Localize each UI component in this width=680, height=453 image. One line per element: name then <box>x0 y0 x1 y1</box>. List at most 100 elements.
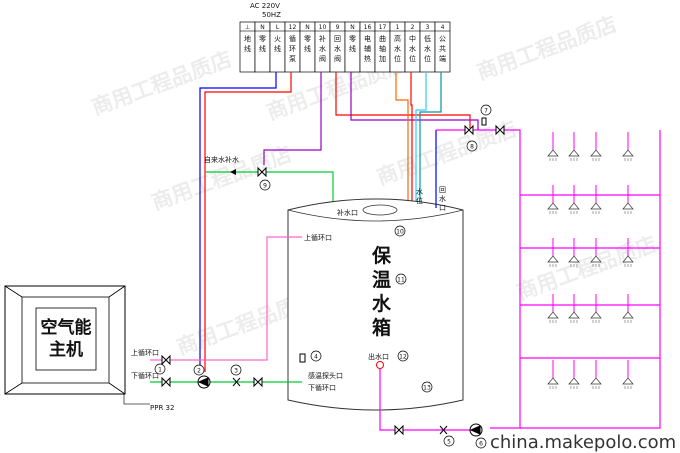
shower-head <box>568 255 580 263</box>
terminal-label-char: 水 <box>394 44 401 53</box>
terminal-number: 4 <box>441 24 445 31</box>
marker-circle <box>230 364 242 376</box>
marker-number: 8 <box>470 144 474 151</box>
shower-spray <box>570 320 578 323</box>
marker-number: 2 <box>197 368 201 375</box>
terminal-label-char: 零 <box>349 35 356 43</box>
marker-number: 1 <box>158 367 162 374</box>
level-char: 水 <box>416 187 423 196</box>
marker-circle <box>259 179 271 191</box>
shower-head <box>568 377 580 385</box>
terminal-label-char: 补 <box>319 34 326 43</box>
watermark: 商用工程品质店 <box>89 47 235 120</box>
shower-head <box>568 149 580 157</box>
shower-head <box>590 202 602 210</box>
wire-return-valve <box>335 72 471 128</box>
shower-spray <box>624 386 632 389</box>
marker-circle <box>421 381 433 393</box>
valve-line-3 <box>253 376 263 388</box>
site-label: china.makepolo.com <box>490 432 676 453</box>
watermark: 商用工程品质店 <box>514 232 660 305</box>
terminal-number: L <box>276 24 280 31</box>
shower-head <box>622 149 634 157</box>
shower-head <box>622 255 634 263</box>
upper-loop-label: 上循环口 <box>304 233 332 242</box>
return-port-char: 回 <box>439 186 446 194</box>
terminal-label-char: 位 <box>394 54 401 63</box>
shower-head <box>547 149 559 157</box>
terminal-number: N <box>260 24 265 31</box>
terminal-label-char: 轴 <box>379 44 386 53</box>
shower-spray <box>570 264 578 267</box>
terminal-label-char: 热 <box>364 54 371 63</box>
terminal-number: 10 <box>319 24 327 31</box>
level-char: 位 <box>416 196 423 205</box>
unit-lower-label: 下循环口 <box>131 371 159 380</box>
ac-voltage-label: AC 220V <box>250 2 280 10</box>
shower-head <box>622 377 634 385</box>
terminal-label-char: 高 <box>394 34 401 43</box>
shower-spray <box>592 211 600 214</box>
terminal-label-char: 水 <box>319 44 326 53</box>
hot-riser <box>520 130 661 429</box>
terminal-label-char: 公 <box>439 35 446 43</box>
marker-number: 9 <box>263 183 267 190</box>
loop-pipes <box>123 129 661 431</box>
shower-spray <box>570 211 578 214</box>
valve-fill <box>257 166 267 178</box>
tank-title-char: 温 <box>372 269 391 291</box>
marker-number: 7 <box>484 108 488 115</box>
terminal-number: 17 <box>379 24 387 31</box>
shower-head <box>590 149 602 157</box>
terminal-number: 1 <box>396 24 400 31</box>
marker-number: 3 <box>234 368 238 375</box>
terminal-label-char: 位 <box>409 54 416 63</box>
shower-head <box>622 202 634 210</box>
terminal-label-char: 线 <box>244 44 251 53</box>
shower-heads <box>547 132 634 389</box>
terminal-label-char: 低 <box>424 34 431 43</box>
tank-title-char: 箱 <box>372 316 391 339</box>
hot-main <box>436 129 521 429</box>
terminal-number: 16 <box>364 24 372 31</box>
terminal-label-char: 水 <box>409 44 416 53</box>
shower-spray <box>592 386 600 389</box>
valve-return <box>464 124 474 136</box>
terminal-label-char: 环 <box>289 45 296 53</box>
terminal-label-char: 线 <box>304 44 311 53</box>
shower-head <box>590 377 602 385</box>
terminal-number: 3 <box>426 24 430 31</box>
watermark: 商用工程品质店 <box>149 142 295 215</box>
shower-head <box>622 311 634 319</box>
marker-number: 6 <box>479 441 483 448</box>
terminal-label-char: 线 <box>349 44 356 53</box>
valve-lower <box>161 376 171 388</box>
wire-return-valve-2 <box>350 72 479 130</box>
outlet-label: 出水口 <box>368 352 389 361</box>
terminal-number: 9 <box>336 24 340 31</box>
unit-title-line: 主机 <box>49 339 83 360</box>
wire-fill-valve <box>263 72 322 165</box>
marker-circle <box>154 363 166 375</box>
shower-spray <box>624 320 632 323</box>
terminal-number: N <box>305 24 310 31</box>
shower-spray <box>592 264 600 267</box>
water-level-label: 水位 <box>416 187 423 205</box>
shower-spray <box>592 320 600 323</box>
marker-circle <box>193 364 205 376</box>
shower-head <box>590 311 602 319</box>
terminal-number: 12 <box>289 24 297 31</box>
shower-head <box>547 255 559 263</box>
terminal-label-char: 加 <box>379 54 386 63</box>
valves-and-pumps <box>161 117 505 437</box>
shower-spray <box>549 320 557 323</box>
terminal-label-char: 线 <box>259 44 266 53</box>
sensor-label: 感温探头口 <box>308 371 343 380</box>
shower-spray <box>624 211 632 214</box>
marker-number: 11 <box>397 277 405 284</box>
